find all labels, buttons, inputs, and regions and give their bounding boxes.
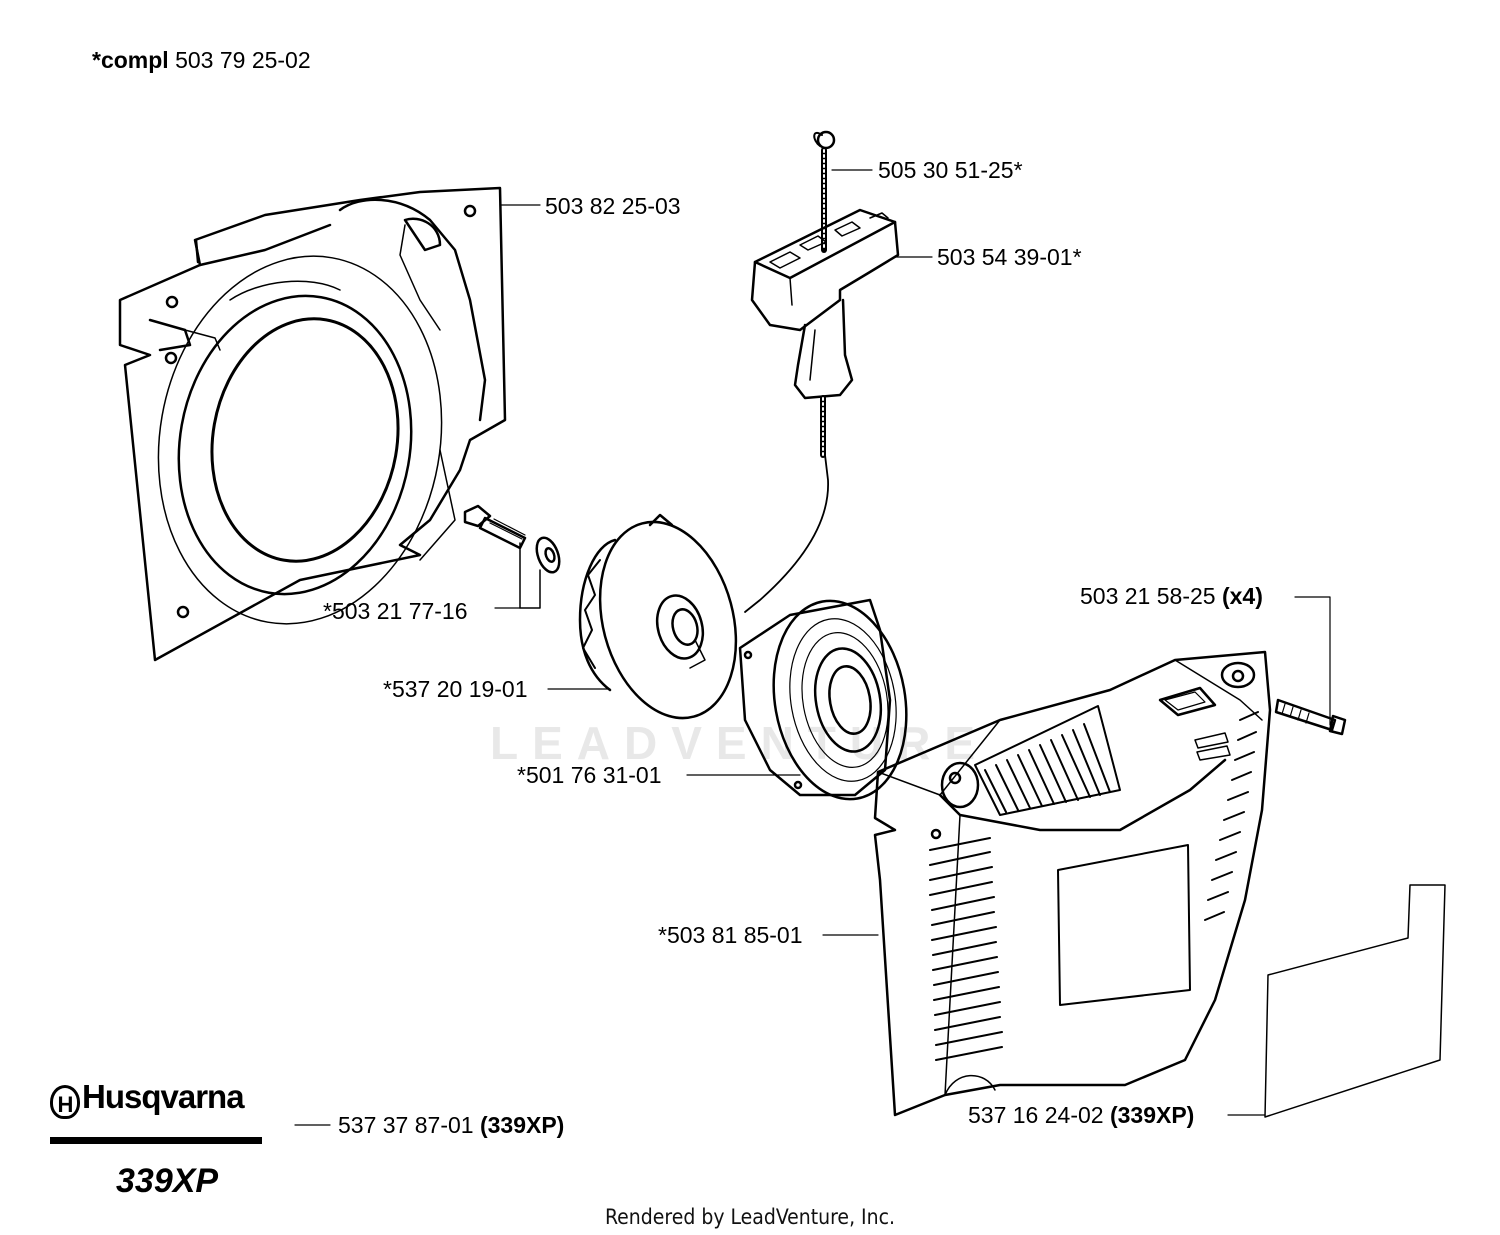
complete-assembly-label: *compl 503 79 25-02	[92, 49, 311, 72]
part-label-handle: 503 54 39-01*	[937, 244, 1082, 270]
decal-model: (339XP)	[1109, 1102, 1195, 1128]
pulley-drawing	[578, 513, 738, 720]
cover-screw-number: 503 21 58-25	[1080, 583, 1216, 609]
rope-and-handle-drawing	[744, 130, 900, 613]
husqvarna-crown-icon: H	[50, 1085, 80, 1119]
kit-number: 537 37 87-01	[338, 1112, 474, 1138]
part-label-cover-screw: 503 21 58-25 (x4)	[1080, 585, 1263, 608]
model-name: 339XP	[116, 1162, 219, 1200]
spring-cassette-drawing	[738, 598, 908, 801]
brand-divider	[50, 1137, 262, 1144]
screw-washer-drawing	[463, 504, 561, 609]
part-label-spring-cassette: *501 76 31-01	[517, 762, 662, 788]
cover-screw-drawing	[1274, 698, 1347, 736]
starter-cover-drawing	[873, 650, 1272, 1117]
part-label-screw-washer: *503 21 77-16	[323, 598, 468, 624]
part-label-pulley: *537 20 19-01	[383, 676, 528, 702]
kit-model: (339XP)	[479, 1112, 565, 1138]
compl-number: 503 79 25-02	[175, 47, 311, 73]
part-label-kit: 537 37 87-01 (339XP)	[338, 1114, 564, 1137]
starter-housing-drawing	[118, 186, 507, 662]
part-label-cover: *503 81 85-01	[658, 922, 803, 948]
part-label-decal: 537 16 24-02 (339XP)	[968, 1104, 1194, 1127]
watermark: LEADVENTURE	[490, 717, 990, 769]
part-label-rope: 505 30 51-25*	[878, 157, 1023, 183]
footer-credit: Rendered by LeadVenture, Inc.	[605, 1205, 895, 1229]
decal-drawing	[1264, 884, 1446, 1118]
leader-lines	[294, 169, 1331, 1126]
brand-name: Husqvarna	[82, 1078, 245, 1115]
compl-prefix: *compl	[92, 47, 169, 73]
cover-screw-quantity: (x4)	[1221, 583, 1263, 609]
decal-number: 537 16 24-02	[968, 1102, 1104, 1128]
part-label-starter-housing: 503 82 25-03	[545, 193, 681, 219]
